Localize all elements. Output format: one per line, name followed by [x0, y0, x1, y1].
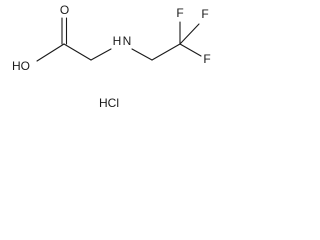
atom-label-fluorine-left: F — [176, 6, 183, 20]
salt-label: HCl — [99, 96, 119, 110]
bond-lines — [36, 17, 202, 62]
carbon-hydroxyl-bond — [36, 43, 65, 62]
nitrogen-ch2-bond — [131, 48, 153, 61]
atom-label-amine-hydrogen: H — [113, 34, 122, 48]
atom-label-fluorine-bottom: F — [203, 52, 210, 66]
atom-label-oxygen: O — [60, 3, 69, 17]
carbonyl-ch2-bond — [63, 43, 92, 61]
carbon-fluorine-bottom-bond — [179, 43, 202, 57]
atom-label-nitrogen: N — [123, 34, 132, 48]
ch2-nitrogen-bond — [90, 48, 112, 61]
chemical-structure-diagram: O HO H N F F F HCl — [12, 3, 211, 110]
atom-label-fluorine-right: F — [201, 7, 208, 21]
atom-label-hydroxyl: HO — [12, 59, 30, 73]
carbon-fluorine-right-bond — [179, 23, 200, 45]
ch2-cf3-bond — [151, 43, 181, 61]
